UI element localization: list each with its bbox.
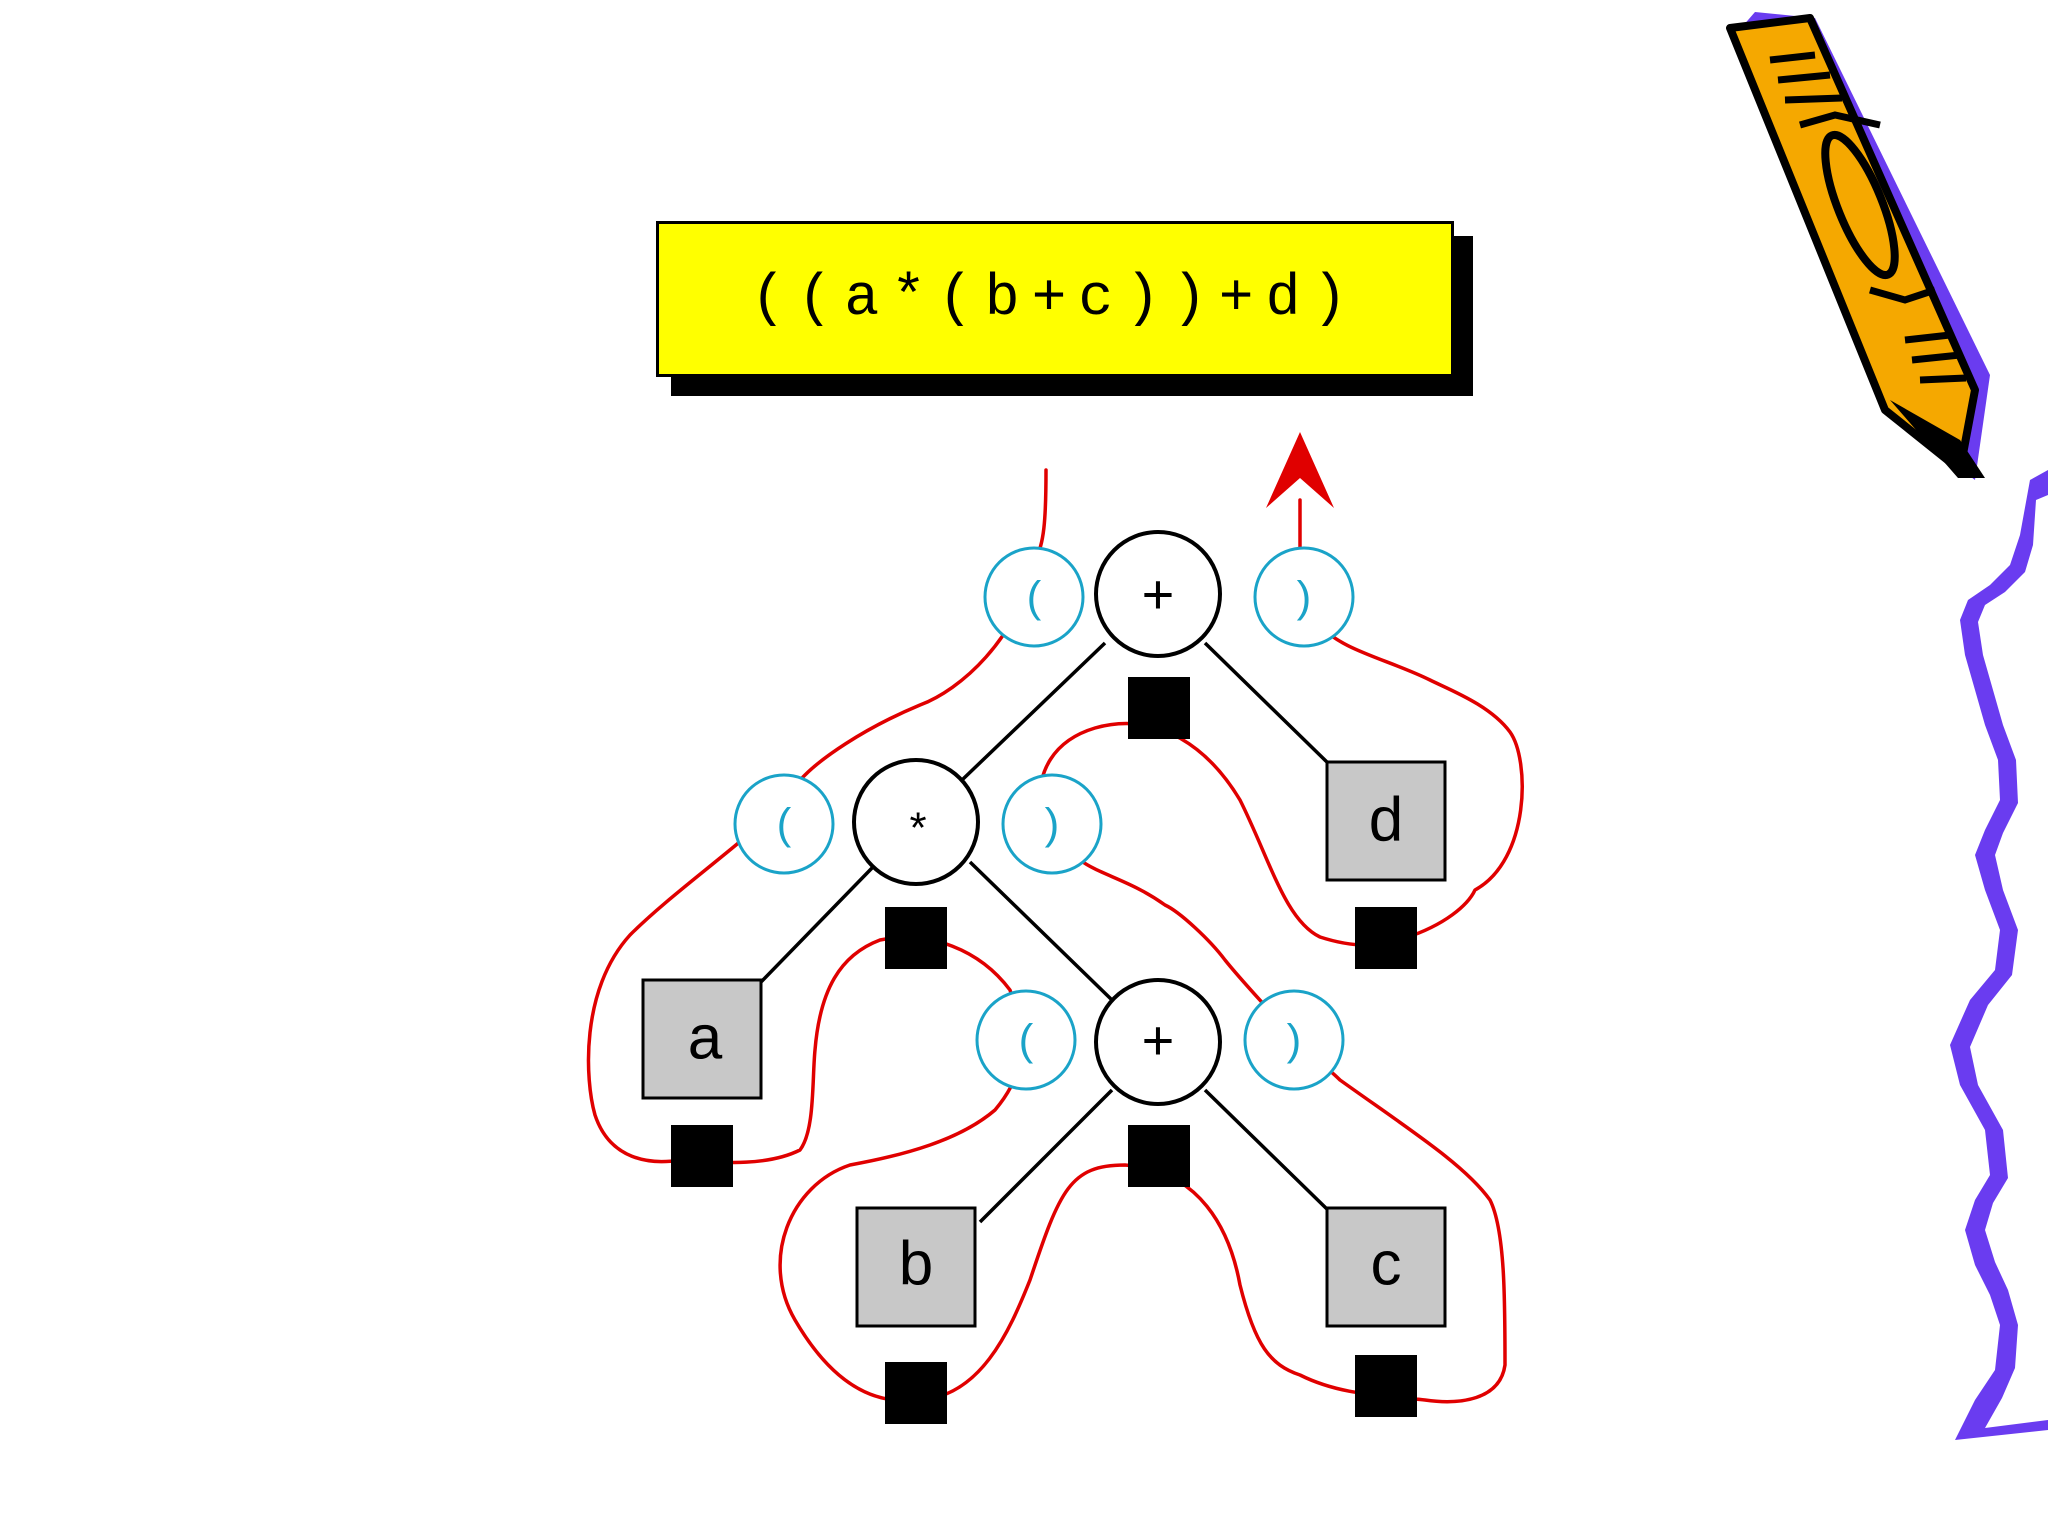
leaf-c-label: c	[1371, 1230, 1402, 1299]
paren-close-label: )	[1297, 573, 1312, 622]
edge-mult-plus	[968, 860, 1114, 1002]
arrow-up-icon	[1266, 432, 1334, 508]
decorative-wavy-inner	[1970, 495, 2048, 1428]
expression-box: ((a*(b+c))+d)	[656, 221, 1454, 377]
edge-root-mult	[960, 641, 1107, 782]
paren-open-label: (	[1027, 573, 1042, 622]
paren-close-label: )	[1287, 1016, 1302, 1065]
leaf-a: a	[641, 978, 763, 1100]
leaf-a-label: a	[688, 1004, 723, 1073]
edge-root-d	[1203, 641, 1332, 767]
paren-circle-open-mult: (	[733, 773, 835, 875]
paren-open-label: (	[777, 800, 792, 849]
leaf-b-label: b	[899, 1230, 933, 1299]
edge-plus-c	[1203, 1088, 1332, 1214]
euler-traversal-path	[586, 468, 1524, 1404]
tree-edges	[759, 641, 1332, 1224]
marker-b	[885, 1362, 947, 1424]
paren-close-label: )	[1045, 800, 1060, 849]
pencil-icon	[1726, 12, 1990, 480]
node-root-label: +	[1142, 563, 1175, 626]
leaf-c: c	[1325, 1206, 1447, 1328]
paren-circle-open-root: (	[983, 546, 1085, 648]
paren-circle-close-root: )	[1253, 546, 1355, 648]
leaf-d-label: d	[1369, 786, 1403, 855]
node-inner-plus: +	[1094, 978, 1222, 1106]
leaf-b: b	[855, 1206, 977, 1328]
marker-inner	[1128, 1125, 1190, 1187]
marker-root	[1128, 677, 1190, 739]
node-root-plus: +	[1094, 530, 1222, 658]
node-mult-label: *	[909, 804, 926, 853]
inorder-markers	[671, 677, 1417, 1424]
node-mult: *	[852, 758, 980, 886]
paren-open-label: (	[1019, 1016, 1034, 1065]
marker-mult	[885, 907, 947, 969]
paren-circle-close-inner: )	[1243, 989, 1345, 1091]
paren-circle-close-mult: )	[1001, 773, 1103, 875]
marker-c	[1355, 1355, 1417, 1417]
expression-text: ((a*(b+c))+d)	[750, 266, 1360, 332]
marker-d	[1355, 907, 1417, 969]
node-inner-label: +	[1142, 1009, 1175, 1072]
edge-plus-b	[978, 1088, 1114, 1224]
leaf-d: d	[1325, 760, 1447, 882]
edge-mult-a	[759, 866, 874, 984]
paren-circle-open-inner: (	[975, 989, 1077, 1091]
marker-a	[671, 1125, 733, 1187]
